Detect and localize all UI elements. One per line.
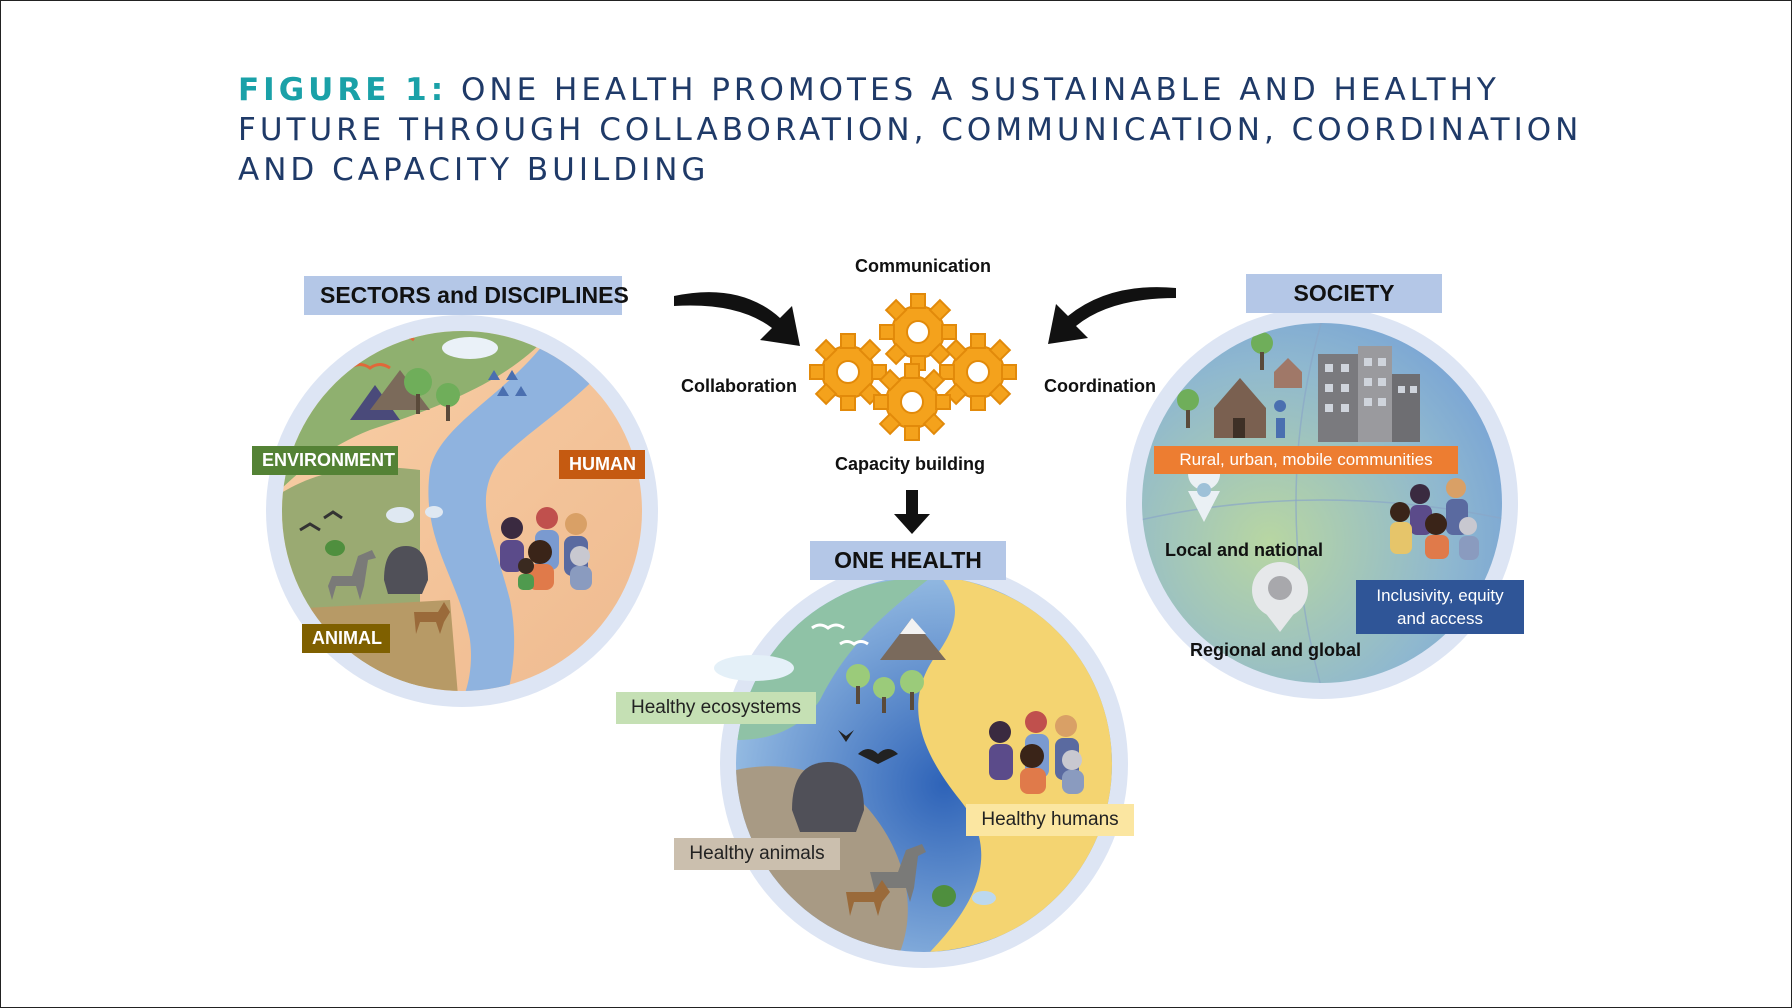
figure-title: FIGURE 1: ONE HEALTH PROMOTES A SUSTAINA… [238, 70, 1638, 190]
inclusivity-tag: Inclusivity, equity and access [1356, 580, 1524, 634]
local-national-label: Local and national [1164, 540, 1324, 560]
figure-title-line-3: AND CAPACITY BUILDING [238, 152, 710, 188]
human-group-icon [500, 507, 592, 590]
regional-global-label: Regional and global [1190, 640, 1362, 660]
gears-icon [809, 293, 1017, 441]
location-pin-large-icon [1252, 562, 1308, 632]
figure-title-line-1: ONE HEALTH PROMOTES A SUSTAINABLE AND HE… [461, 72, 1500, 108]
healthy-ecosystems-tag: Healthy ecosystems [616, 692, 816, 724]
communication-label: Communication [854, 256, 991, 276]
sectors-header: SECTORS and DISCIPLINES [304, 276, 629, 315]
human-tag: HUMAN [559, 450, 645, 479]
society-people-icon [1390, 478, 1479, 560]
society-header: SOCIETY [1246, 274, 1442, 313]
left-arrow-icon [674, 292, 800, 346]
figure-title-line-2: FUTURE THROUGH COLLABORATION, COMMUNICAT… [238, 112, 1583, 148]
coordination-label: Coordination [1044, 376, 1156, 396]
cloud-icon [714, 655, 794, 681]
communities-tag: Rural, urban, mobile communities [1154, 446, 1458, 474]
healthy-humans-tag: Healthy humans [966, 804, 1134, 836]
one-health-circle [720, 560, 1128, 968]
location-pin-icon [1188, 458, 1221, 522]
healthy-humans-people-icon [989, 711, 1084, 794]
one-health-header: ONE HEALTH [810, 541, 1006, 580]
collaboration-label: Collaboration [681, 376, 797, 396]
environment-tag: ENVIRONMENT [252, 446, 398, 475]
inclusivity-line-2: and access [1397, 609, 1483, 628]
right-arrow-icon [1048, 287, 1176, 344]
capacity-building-label: Capacity building [834, 454, 985, 474]
healthy-animals-tag: Healthy animals [674, 838, 840, 870]
down-arrow-icon [894, 490, 930, 534]
animal-tag: ANIMAL [302, 624, 390, 653]
inclusivity-line-1: Inclusivity, equity [1376, 586, 1504, 605]
sectors-circle [266, 315, 658, 707]
figure-title-prefix: FIGURE 1: [238, 72, 448, 108]
